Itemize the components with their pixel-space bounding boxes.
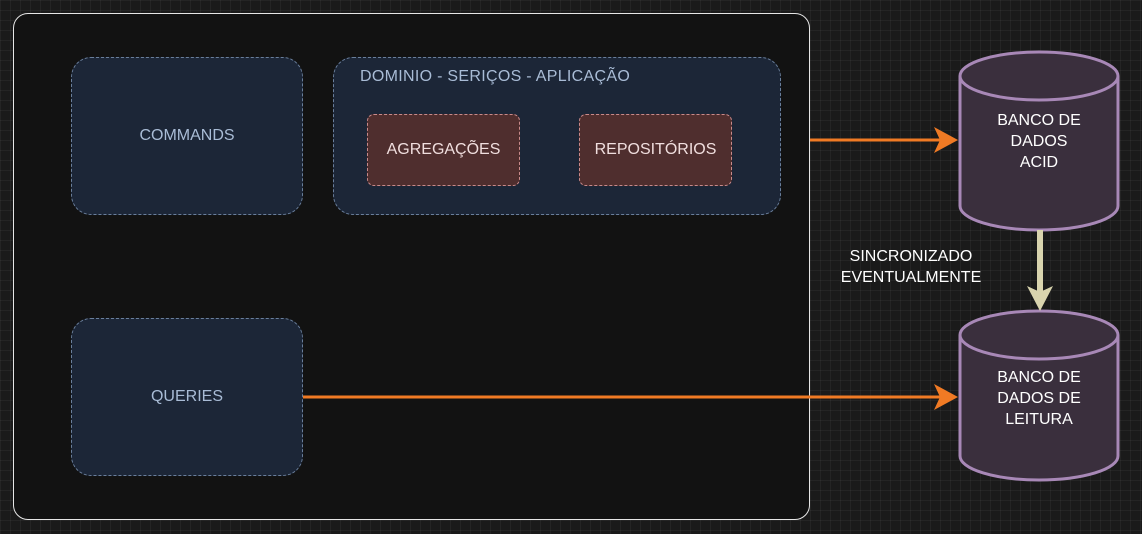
- domain-to-acid-arrow: [810, 127, 958, 153]
- read-db-line-3: LEITURA: [1005, 410, 1073, 428]
- read-database-cylinder[interactable]: [958, 309, 1120, 482]
- acid-db-line-1: BANCO DE: [997, 111, 1081, 129]
- aggregations-label: AGREGAÇÕES: [386, 141, 501, 158]
- acid-database-label: BANCO DE DADOS ACID: [968, 108, 1110, 174]
- sync-arrow: [1027, 230, 1053, 311]
- domain-title: DOMINIO - SERIÇOS - APLICAÇÃO: [360, 68, 631, 85]
- acid-database-cylinder[interactable]: [958, 50, 1120, 232]
- aggregations-box[interactable]: AGREGAÇÕES: [367, 114, 520, 186]
- queries-to-read-db-arrow: [303, 384, 958, 410]
- read-db-line-1: BANCO DE: [997, 368, 1081, 386]
- acid-db-line-2: DADOS: [1010, 132, 1068, 150]
- repositories-box[interactable]: REPOSITÓRIOS: [579, 114, 732, 186]
- sync-line-2: EVENTUALMENTE: [840, 269, 982, 286]
- queries-label: QUERIES: [150, 388, 223, 405]
- read-database-label: BANCO DE DADOS DE LEITURA: [968, 366, 1110, 430]
- acid-db-line-3: ACID: [1019, 153, 1059, 171]
- read-db-line-2: DADOS DE: [997, 389, 1081, 407]
- sync-label: SINCRONIZADO EVENTUALMENTE: [820, 246, 1002, 288]
- sync-line-1: SINCRONIZADO: [849, 248, 973, 265]
- commands-box[interactable]: COMMANDS: [71, 57, 303, 215]
- queries-box[interactable]: QUERIES: [71, 318, 303, 476]
- repositories-label: REPOSITÓRIOS: [594, 141, 717, 158]
- commands-label: COMMANDS: [139, 127, 235, 144]
